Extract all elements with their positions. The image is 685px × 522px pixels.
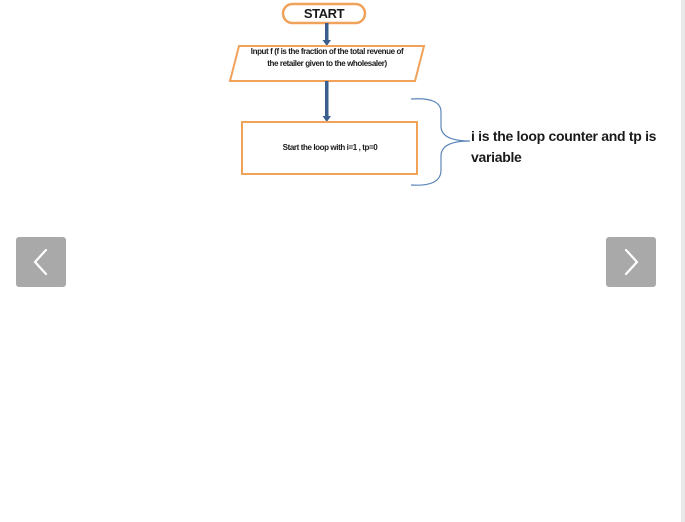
chevron-left-icon xyxy=(33,248,48,276)
start-terminator xyxy=(281,2,367,25)
next-slide-button[interactable] xyxy=(606,237,656,287)
loop-process-box xyxy=(241,121,418,175)
scrollbar-track[interactable] xyxy=(681,0,685,522)
start-label: START xyxy=(303,6,345,21)
arrow-head-input-to-loop xyxy=(322,116,331,122)
flowchart-diagram xyxy=(228,2,471,186)
arrow-head-start-to-input xyxy=(322,40,331,46)
input-parallelogram xyxy=(228,45,426,82)
previous-slide-button[interactable] xyxy=(16,237,66,287)
flowchart-slide: START Input f (f is the fraction of the … xyxy=(0,0,680,200)
arrow-input-to-loop xyxy=(325,81,329,118)
input-label: Input f (f is the fraction of the total … xyxy=(250,47,404,68)
chevron-right-icon xyxy=(624,248,639,276)
loop-start-label: Start the loop with i=1 , tp=0 xyxy=(282,143,378,152)
arrow-start-to-input xyxy=(325,23,329,43)
curly-brace xyxy=(410,98,471,186)
loop-counter-note: i is the loop counter and tp is variable xyxy=(471,128,657,165)
